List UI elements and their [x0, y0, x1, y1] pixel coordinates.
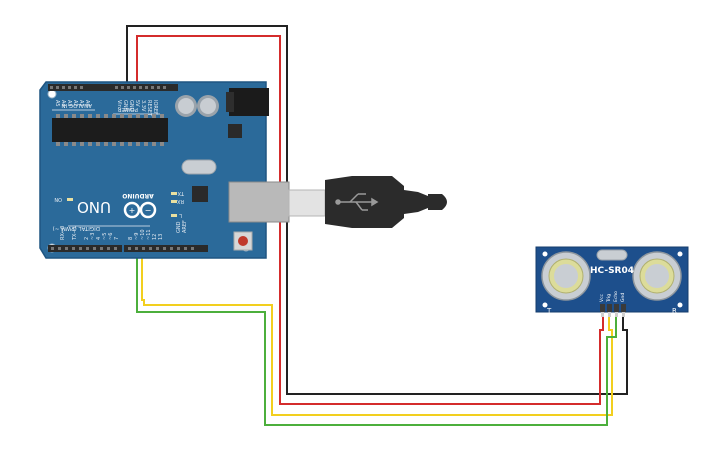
- sensor-pin-label-echo: Echo: [613, 291, 619, 302]
- wires: [126, 25, 628, 426]
- atmega-chip: [52, 118, 168, 142]
- transmitter-transducer: [541, 251, 591, 301]
- sensor-r-mark: R: [672, 307, 677, 315]
- led-label-rx: RX: [177, 198, 184, 204]
- svg-text:−: −: [145, 206, 152, 215]
- brand-label: ARDUINO: [122, 192, 153, 199]
- hc-sr04-sensor[interactable]: HC-SR04 T R Vcc Trig Echo Gnd: [535, 246, 689, 317]
- sensor-model-label: HC-SR04: [590, 266, 634, 276]
- capacitors: [175, 95, 219, 117]
- digital-pin-labels: AREF GND 13 12 ~11 ~10 ~9 8 7 ~6 ~5 4 ~3…: [60, 220, 188, 241]
- pin-label-rx0: RX←0: [60, 226, 66, 240]
- usb-plug-metal: [288, 189, 326, 217]
- sensor-pin-label-vcc: Vcc: [599, 293, 605, 302]
- sensor-pin-label-trig: Trig: [606, 294, 612, 303]
- sensor-crystal: [596, 249, 628, 261]
- reset-button[interactable]: [238, 236, 248, 246]
- led-indicators: TX RX L ON: [54, 190, 185, 218]
- pin-label-gnd-digital: GND: [176, 221, 182, 233]
- model-label: UNO: [77, 198, 111, 216]
- pin-label-gnd: GND: [122, 100, 128, 112]
- arduino-logo: + −: [123, 201, 157, 219]
- pin-label-a2: A2: [72, 100, 78, 107]
- pin-label-13: 13: [158, 234, 164, 240]
- wire-black-gnd: [126, 25, 628, 395]
- pin-label-3v3: 3.3V: [140, 100, 146, 112]
- pin-label-a5: A5: [54, 100, 60, 107]
- wire-green-echo: [136, 250, 617, 426]
- top-header-labels: A5 A4 A3 A2 A1 A0 Vin GND GND 5V 3.3V RE…: [54, 100, 158, 117]
- led-label-on: ON: [54, 196, 62, 202]
- digital-header-low: [48, 245, 122, 252]
- pin-label-reset: RESET: [146, 100, 152, 117]
- usb-interface-chip: [192, 186, 208, 202]
- mounting-hole: [542, 302, 548, 308]
- pin-label-9: ~9: [134, 233, 140, 240]
- led-on: [67, 198, 73, 201]
- wire-yellow-trig: [141, 250, 613, 416]
- digital-header-label: DIGITAL (PWM ~): [53, 225, 100, 231]
- led-rx: [171, 200, 177, 203]
- pin-label-aref: AREF: [182, 220, 188, 233]
- usb-strain-relief: [404, 190, 428, 214]
- power-jack: [229, 88, 269, 116]
- header-pins-bottom: [51, 247, 194, 250]
- pin-label-6: ~6: [108, 233, 114, 240]
- sensor-pin-labels: Vcc Trig Echo Gnd: [599, 291, 626, 303]
- usb-symbol-icon: [335, 193, 379, 211]
- pin-label-3: ~3: [90, 233, 96, 240]
- pin-label-a0: A0: [84, 100, 90, 107]
- led-label-l: L: [179, 212, 182, 218]
- pin-label-ioref: IOREF: [152, 100, 158, 115]
- chip-legs: [56, 114, 164, 146]
- pin-label-a4: A4: [60, 100, 66, 107]
- sensor-pin-label-gnd: Gnd: [620, 293, 626, 302]
- mounting-hole: [47, 89, 57, 99]
- pin-label-gnd: GND: [128, 100, 134, 112]
- pin-label-tx1: TX→1: [72, 226, 78, 241]
- led-l: [171, 214, 177, 217]
- pin-label-8: 8: [128, 237, 134, 240]
- led-tx: [171, 192, 177, 195]
- pin-label-5: ~5: [102, 233, 108, 240]
- analog-header-label: ANALOG IN: [61, 102, 92, 108]
- receiver-transducer: [632, 251, 682, 301]
- mounting-hole: [677, 302, 683, 308]
- power-header-label: POWER: [117, 106, 138, 112]
- crystal-oscillator: [181, 159, 217, 175]
- pin-label-12: 12: [152, 234, 158, 240]
- sensor-pins: [600, 304, 626, 317]
- pin-label-2: 2: [84, 237, 90, 240]
- sensor-t-mark: T: [546, 307, 552, 315]
- header-pins-top: [50, 86, 166, 89]
- pin-label-4: 4: [96, 237, 102, 240]
- led-label-tx: TX: [177, 190, 185, 196]
- pin-label-11: ~11: [146, 229, 152, 240]
- analog-header: [48, 84, 122, 91]
- mounting-hole: [542, 251, 548, 257]
- usb-cable-end: [428, 194, 447, 210]
- pin-label-10: ~10: [140, 229, 146, 240]
- usb-cable[interactable]: [228, 176, 447, 228]
- pin-label-vin: Vin: [116, 100, 122, 108]
- svg-text:+: +: [129, 206, 136, 215]
- pin-label-7: 7: [114, 237, 120, 240]
- voltage-regulator: [228, 124, 242, 138]
- pin-label-a1: A1: [78, 100, 84, 107]
- wire-red-5v: [136, 35, 604, 405]
- arduino-uno-board[interactable]: A5 A4 A3 A2 A1 A0 Vin GND GND 5V 3.3V RE…: [39, 81, 269, 259]
- pin-label-5v: 5V: [134, 100, 140, 107]
- usb-port: [228, 181, 290, 223]
- pin-label-a3: A3: [66, 100, 72, 107]
- power-jack-lip: [226, 92, 234, 112]
- mounting-hole: [677, 251, 683, 257]
